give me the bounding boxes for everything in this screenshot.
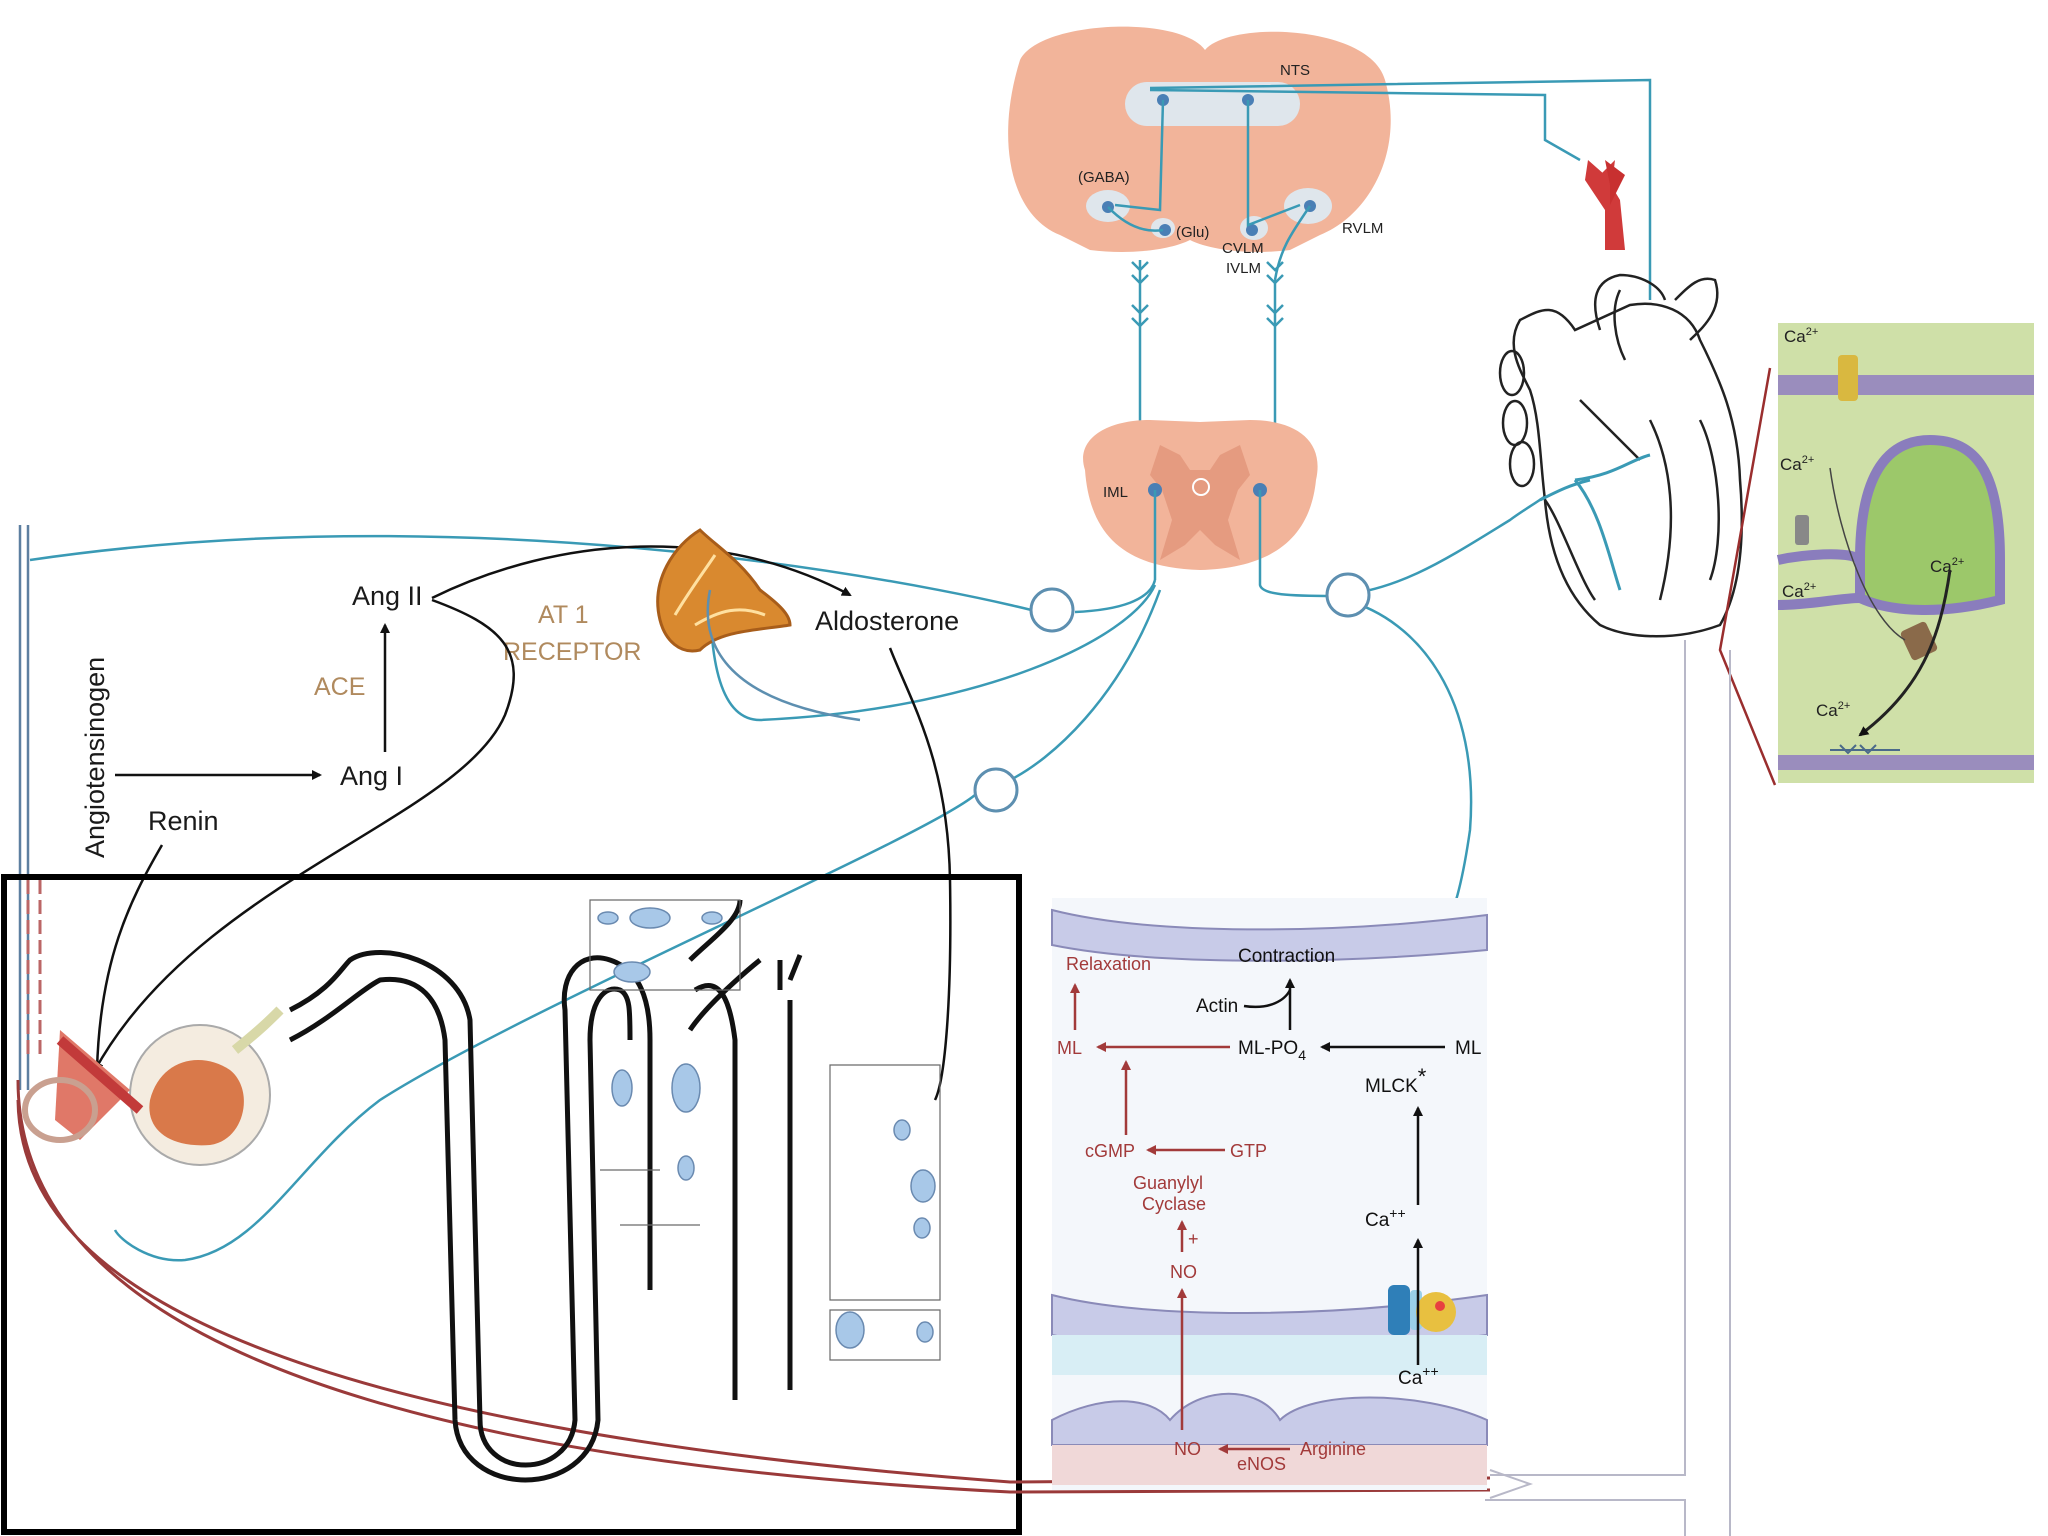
glu-label: (Glu)	[1176, 224, 1209, 241]
gray-matter	[1150, 445, 1250, 560]
no-mid-label: NO	[1170, 1262, 1197, 1282]
ca-top-label: Ca++	[1365, 1205, 1406, 1231]
cardiomyocyte-inset: Ca2+ Ca2+ Ca2+ Ca2+ Ca2+	[1776, 323, 2034, 783]
ang-one-label: Ang I	[340, 761, 403, 791]
iml-label: IML	[1103, 484, 1128, 501]
plus-label: +	[1188, 1229, 1199, 1249]
nephron	[16, 880, 1491, 1494]
smooth-muscle-inset: Relaxation Contraction Actin ML ML-PO4 M…	[1051, 898, 1488, 1490]
ca-label-4: Ca2+	[1930, 556, 1964, 576]
raas-pathway: Angiotensinogen Renin Ang I Ang II ACE A…	[18, 525, 959, 1101]
guanylyl-label: Guanylyl	[1133, 1173, 1203, 1193]
renin-label: Renin	[148, 806, 219, 836]
kidney-box	[1, 874, 1022, 1535]
ml-po4-label: ML-PO4	[1238, 1038, 1306, 1063]
ca-label-2: Ca2+	[1780, 454, 1814, 474]
contraction-label: Contraction	[1238, 946, 1335, 967]
enos-label: eNOS	[1237, 1454, 1286, 1474]
relaxation-label: Relaxation	[1066, 954, 1151, 974]
ivlm-label: IVLM	[1226, 260, 1261, 277]
zoom-lines	[1718, 367, 1777, 786]
rvlm-label: RVLM	[1342, 220, 1383, 237]
cvlm-label: CVLM	[1222, 240, 1264, 257]
gtp-label: GTP	[1230, 1141, 1267, 1161]
ca-bottom-label: Ca++	[1398, 1363, 1439, 1389]
no-bottom-label: NO	[1174, 1439, 1201, 1459]
heart	[1498, 273, 1744, 638]
pathway-arrows	[1070, 978, 1445, 1454]
transporter-icons	[597, 907, 936, 1349]
cgmp-label: cGMP	[1085, 1141, 1135, 1161]
ganglia	[973, 572, 1371, 813]
cyclase-label: Cyclase	[1142, 1194, 1206, 1214]
nts-region	[1125, 82, 1300, 126]
medulla-tracts	[1107, 78, 1652, 470]
angiotensinogen-label: Angiotensinogen	[80, 657, 110, 858]
medulla-tissue	[1008, 26, 1391, 252]
ca-label-5: Ca2+	[1816, 700, 1850, 720]
mlck-label: MLCK*	[1365, 1064, 1427, 1097]
cardiac-innervation	[1539, 453, 1651, 591]
medulla-section: NTS (GABA) (Glu) CVLM IVLM RVLM	[1008, 26, 1652, 470]
vessel-connectors	[1485, 640, 1731, 1536]
ca-label-1: Ca2+	[1784, 326, 1818, 346]
actin-label: Actin	[1196, 996, 1238, 1017]
adrenal-gland	[656, 528, 792, 653]
arginine-label: Arginine	[1300, 1439, 1366, 1459]
at1-label-line1: AT 1	[538, 601, 589, 629]
ml-left-label: ML	[1057, 1038, 1082, 1058]
ca-label-3: Ca2+	[1782, 581, 1816, 601]
tubule-outline	[288, 899, 803, 1483]
aldosterone-label: Aldosterone	[815, 606, 959, 636]
carotid-sinus	[1585, 160, 1625, 250]
gaba-label: (GABA)	[1078, 169, 1130, 186]
transport-schematic-lines	[589, 899, 941, 1361]
flow-arrow	[1489, 1469, 1534, 1499]
ml-right-label: ML	[1455, 1038, 1481, 1059]
descending-arrowheads	[1131, 261, 1284, 328]
nts-label: NTS	[1280, 62, 1310, 79]
ang-two-label: Ang II	[352, 581, 423, 611]
ace-label: ACE	[314, 673, 365, 701]
at1-label-line2: RECEPTOR	[503, 638, 641, 666]
